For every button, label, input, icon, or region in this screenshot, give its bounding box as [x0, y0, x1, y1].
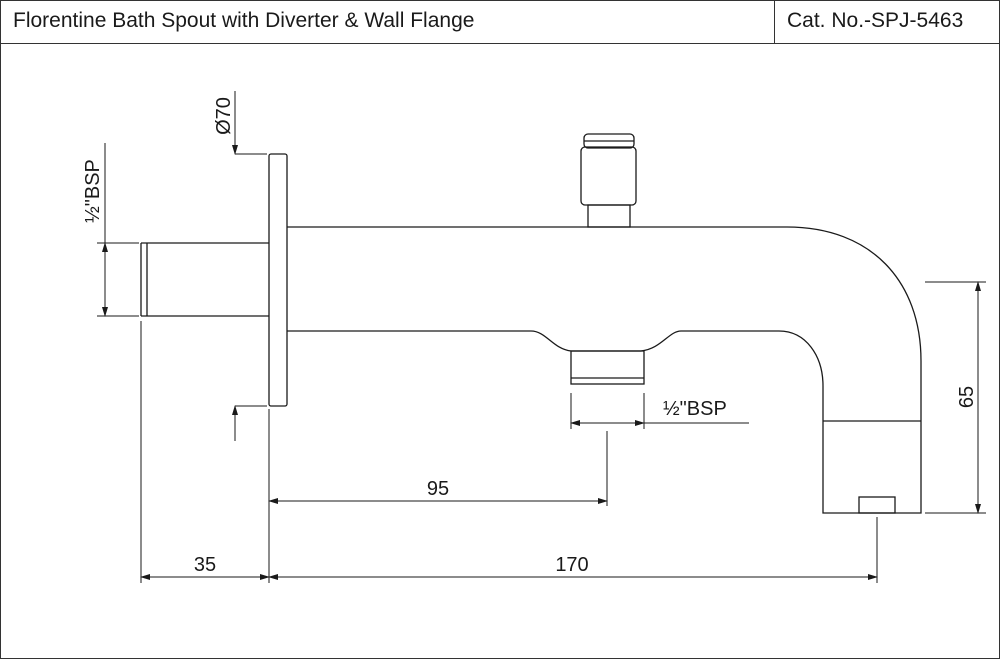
- diverter-thread-label: ½"BSP: [663, 398, 727, 420]
- catalog-number: Cat. No.-SPJ-5463: [787, 9, 964, 32]
- product-title: Florentine Bath Spout with Diverter & Wa…: [13, 9, 475, 32]
- catalog-box: Cat. No.-SPJ-5463: [774, 1, 1000, 43]
- spout-body: [287, 226, 922, 514]
- flange-diameter-label: Ø70: [213, 97, 235, 135]
- diverter-knob: [580, 133, 637, 228]
- inlet-pipe: [140, 242, 269, 317]
- dim-95-label: 95: [427, 478, 449, 500]
- outlet-nozzle: [858, 496, 896, 514]
- wall-flange: [268, 153, 288, 407]
- dim-35-label: 35: [194, 554, 216, 576]
- height-label: 65: [956, 386, 978, 408]
- diverter-connector: [570, 350, 645, 385]
- title-block: Florentine Bath Spout with Diverter & Wa…: [1, 1, 999, 44]
- dim-170-label: 170: [555, 554, 588, 576]
- inlet-thread-label: ½"BSP: [82, 159, 104, 223]
